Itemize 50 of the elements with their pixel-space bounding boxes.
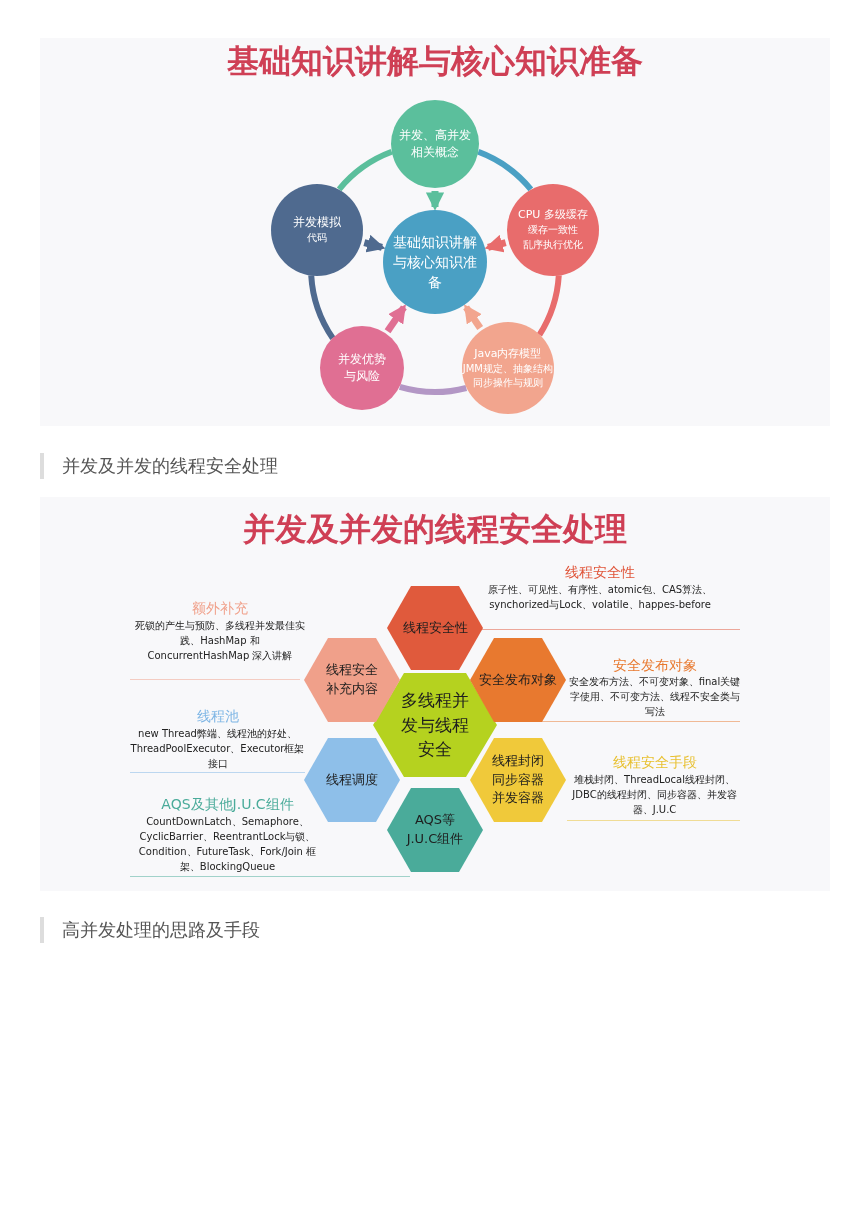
callout-text: CountDownLatch、Semaphore、CyclicBarrier、ReentrantLock与锁、Condition、FutureTask、Fork/Join 框架、BlockingQueue [137, 815, 318, 874]
node-title: CPU 多级缓存 [517, 207, 589, 224]
arrow [463, 304, 484, 330]
callout-heading: 额外补充 [191, 600, 249, 618]
ring-arc [399, 383, 467, 395]
arrow [425, 191, 445, 211]
node-title: 安全发布对象 [478, 670, 558, 689]
arrow [484, 234, 507, 253]
node-title: 线程安全补充内容 [325, 661, 379, 698]
arrow [384, 304, 407, 334]
node-title: 线程封闭同步容器并发容器 [491, 751, 545, 808]
node-text: JMM规定、抽象结构 [461, 361, 554, 376]
callout-heading: AQS及其他J.U.C组件 [160, 796, 295, 814]
hexagon [470, 638, 566, 722]
node-title: 线程调度 [325, 770, 379, 789]
section-heading: 并发及并发的线程安全处理 [40, 453, 278, 479]
callout-text: 安全发布方法、不可变对象、final关键字使用、不可变方法、线程不安全类与写法 [567, 675, 742, 719]
arrow [363, 234, 386, 253]
node-title: AQS等J.U.C组件 [405, 811, 465, 848]
ring-arc [308, 274, 336, 340]
callout-heading: 线程安全手段 [611, 754, 698, 772]
node-title: Java内存模型 [472, 345, 543, 362]
node-text: 乱序执行优化 [521, 237, 584, 252]
callout-heading: 线程池 [195, 708, 240, 726]
figure-title: 基础知识讲解与核心知识准备 [226, 41, 644, 82]
figure-title: 并发及并发的线程安全处理 [242, 509, 628, 550]
ring-arc [536, 274, 562, 337]
hexagon [387, 788, 483, 872]
node-title: 并发优势与风险 [337, 350, 388, 386]
node-title: 并发模拟 [292, 213, 343, 231]
node-title: 并发、高并发相关概念 [398, 127, 472, 161]
callout-text: 死锁的产生与预防、多线程并发最佳实践、HashMap 和 ConcurrentHashMap 深入讲解 [135, 619, 305, 663]
node-text: 同步操作与规则 [471, 376, 544, 391]
hexagon [470, 738, 566, 822]
callout-text: 原子性、可见性、有序性、atomic包、CAS算法、synchorized与Lock、volatile、happes-before [486, 583, 714, 612]
ring-arc [477, 149, 534, 192]
node-text: 代码 [306, 231, 329, 246]
hexagon [304, 638, 400, 722]
node-text: 缓存一致性 [526, 223, 579, 238]
node-title: 多线程并发与线程安全 [400, 689, 470, 762]
hexagon [304, 738, 400, 822]
callout-heading: 安全发布对象 [611, 657, 698, 675]
node-title: 基础知识讲解与核心知识准备 [392, 232, 478, 293]
ring-arc [336, 149, 393, 192]
node-title: 线程安全性 [401, 618, 469, 637]
callout-text: new Thread弊端、线程池的好处、ThreadPoolExecutor、Executor框架接口 [130, 727, 305, 771]
section-heading: 高并发处理的思路及手段 [40, 917, 260, 943]
callout-heading: 线程安全性 [564, 564, 636, 582]
hexagon [387, 586, 483, 670]
callout-text: 堆栈封闭、ThreadLocal线程封闭、JDBC的线程封闭、同步容器、并发容器、J.U.C [570, 773, 738, 817]
